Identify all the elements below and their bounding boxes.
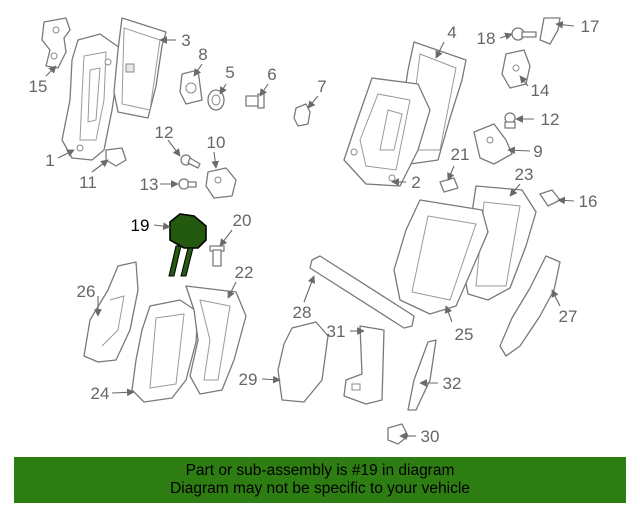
callout-6: 6 bbox=[267, 65, 276, 84]
part-29-pad bbox=[277, 321, 329, 403]
part-13-screw bbox=[178, 178, 197, 190]
part-28-bar bbox=[309, 255, 415, 329]
callout-23: 23 bbox=[515, 165, 534, 184]
callout-17: 17 bbox=[581, 17, 600, 36]
part-5-grommet bbox=[207, 89, 225, 111]
part-18-bolt bbox=[511, 27, 537, 41]
part-27-side-panel bbox=[499, 255, 561, 357]
callout-25: 25 bbox=[455, 325, 474, 344]
callout-9: 9 bbox=[533, 142, 542, 161]
callout-5: 5 bbox=[225, 63, 234, 82]
callout-1: 1 bbox=[45, 151, 54, 170]
callout-18: 18 bbox=[477, 29, 496, 48]
part-12-bolt-right bbox=[504, 112, 516, 129]
callout-12-left: 12 bbox=[155, 123, 174, 142]
part-12-bolt-left bbox=[180, 154, 201, 169]
callout-26: 26 bbox=[77, 282, 96, 301]
callout-27: 27 bbox=[559, 307, 578, 326]
callout-8: 8 bbox=[198, 45, 207, 64]
callout-4: 4 bbox=[447, 23, 456, 42]
callout-3: 3 bbox=[181, 31, 190, 50]
callout-20: 20 bbox=[233, 211, 252, 230]
part-24-pad bbox=[131, 299, 199, 403]
part-25-cushion bbox=[393, 199, 489, 315]
part-32-rail bbox=[407, 339, 437, 411]
callout-11: 11 bbox=[79, 173, 97, 192]
part-10-latch bbox=[205, 167, 237, 199]
callout-7: 7 bbox=[317, 77, 326, 96]
callout-30: 30 bbox=[421, 427, 440, 446]
part-3-seatback-board bbox=[113, 17, 167, 119]
callout-21: 21 bbox=[451, 145, 470, 164]
part-17-bracket bbox=[539, 17, 561, 45]
part-20-guide bbox=[209, 245, 225, 267]
part-2-seatback-frame bbox=[343, 77, 431, 187]
callout-19: 19 bbox=[131, 216, 150, 235]
part-1-seatback-frame bbox=[61, 33, 121, 161]
callout-32: 32 bbox=[443, 374, 462, 393]
callout-15: 15 bbox=[29, 77, 48, 96]
part-26-side-trim bbox=[83, 261, 139, 363]
part-7-clip bbox=[293, 103, 311, 127]
callout-24: 24 bbox=[91, 384, 110, 403]
part-16-cap bbox=[539, 189, 561, 207]
part-22-pad bbox=[185, 285, 247, 395]
callout-12-right: 12 bbox=[541, 110, 560, 129]
callout-31: 31 bbox=[327, 322, 346, 341]
part-14-bracket bbox=[501, 49, 531, 89]
part-15-bracket bbox=[41, 17, 71, 69]
callout-22: 22 bbox=[235, 263, 254, 282]
part-19-headrest bbox=[168, 213, 207, 277]
part-8-plate bbox=[179, 69, 203, 105]
banner-line-1: Part or sub-assembly is #19 in diagram bbox=[185, 462, 455, 479]
banner-line-2: Diagram may not be specific to your vehi… bbox=[170, 480, 470, 497]
callout-14: 14 bbox=[531, 81, 550, 100]
part-6-bolt bbox=[245, 93, 265, 109]
callout-16: 16 bbox=[579, 192, 598, 211]
callout-13: 13 bbox=[140, 175, 159, 194]
part-30-clip bbox=[387, 423, 409, 445]
part-31-bracket bbox=[343, 325, 385, 405]
part-21-clip bbox=[439, 177, 459, 193]
callout-29: 29 bbox=[239, 370, 258, 389]
callout-labels: 1 2 3 4 5 6 7 8 9 10 11 12 12 13 14 15 1… bbox=[29, 17, 600, 446]
callout-28: 28 bbox=[293, 303, 312, 322]
part-9-hinge-plate bbox=[473, 123, 513, 165]
info-banner: Part or sub-assembly is #19 in diagram D… bbox=[14, 457, 626, 503]
callout-2: 2 bbox=[411, 173, 420, 192]
part-11-knob bbox=[105, 147, 127, 167]
leader-lines bbox=[45, 20, 575, 440]
callout-10: 10 bbox=[207, 133, 226, 152]
